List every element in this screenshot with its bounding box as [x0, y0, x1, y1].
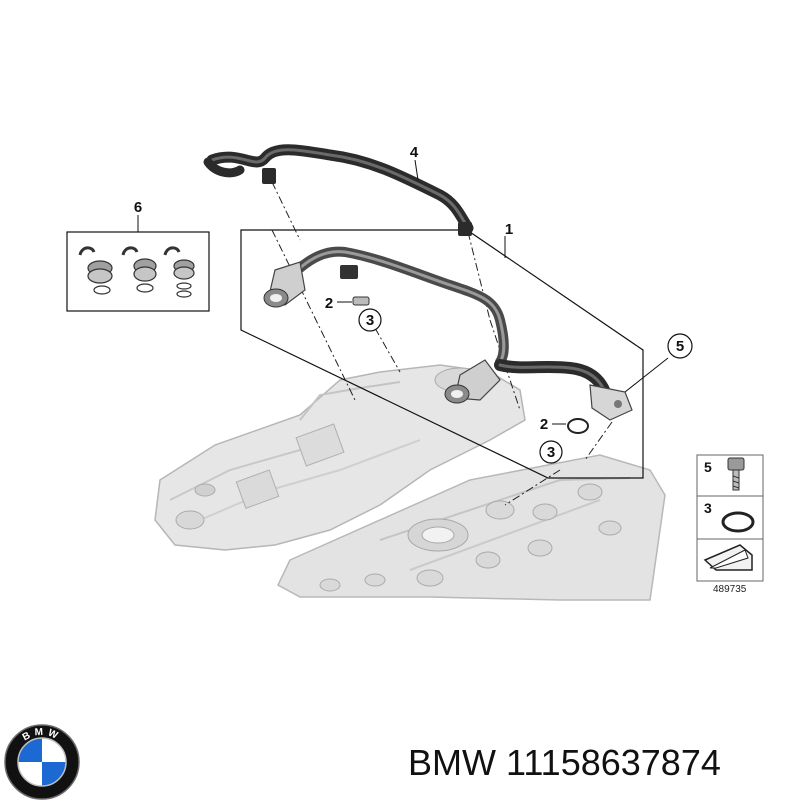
bolt-icon — [727, 457, 745, 491]
direction-arrow-icon — [703, 544, 753, 571]
callout-1-label: 1 — [505, 221, 513, 238]
cylinder-head-cover-illustration — [154, 364, 526, 551]
callout-5: 5 — [624, 333, 693, 393]
callout-6-label: 6 — [134, 199, 142, 216]
callout-4-label: 4 — [410, 144, 419, 161]
callout-3-upper: 3 — [358, 308, 382, 332]
cylinder-head-illustration — [277, 454, 666, 601]
callout-2-upper: 2 — [325, 295, 370, 312]
legend-item-5-label: 5 — [704, 459, 712, 475]
callout-2-lower: 2 — [540, 416, 589, 434]
bmw-logo: BMW — [4, 724, 80, 800]
part-6-kit-box — [66, 231, 210, 312]
callout-1: 1 — [504, 221, 513, 258]
callout-3-lower: 3 — [539, 440, 563, 464]
legend-panel: 5 3 489735 — [696, 454, 764, 595]
part-caption: BMW 11158637874 — [408, 742, 721, 783]
o-ring-icon — [721, 511, 755, 533]
callout-2-upper-label: 2 — [325, 295, 333, 312]
callout-6: 6 — [134, 199, 142, 232]
vent-pipe-part-1 — [263, 246, 633, 421]
callout-3-upper-label: 3 — [366, 312, 374, 329]
callout-2-lower-label: 2 — [540, 416, 548, 433]
reference-number: 489735 — [713, 584, 747, 595]
callout-3-lower-label: 3 — [547, 444, 555, 461]
callout-5-label: 5 — [676, 338, 684, 355]
clamp-set-illustration — [78, 246, 195, 298]
legend-item-3-label: 3 — [704, 500, 712, 516]
callout-4: 4 — [410, 144, 419, 181]
vent-hose-part-4 — [203, 144, 474, 236]
